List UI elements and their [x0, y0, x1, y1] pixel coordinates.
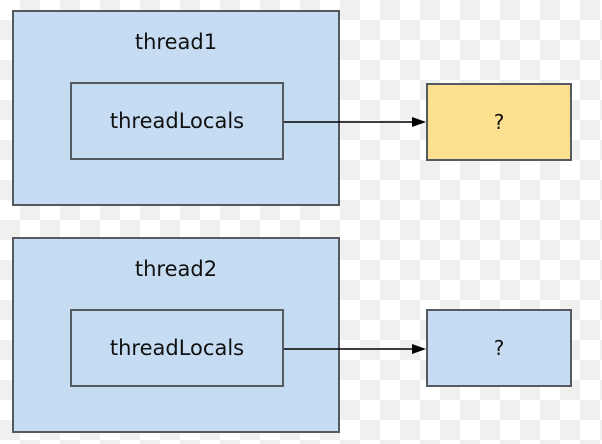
thread2-threadlocals-box: threadLocals — [70, 309, 284, 387]
thread2-target-box: ? — [426, 309, 572, 387]
thread1-target-box: ? — [426, 83, 572, 161]
thread1-threadlocals-box: threadLocals — [70, 82, 284, 160]
thread2-title: thread2 — [134, 257, 218, 281]
thread1-title: thread1 — [134, 30, 218, 54]
thread2-threadlocals-label: threadLocals — [109, 336, 245, 360]
thread1-arrow — [284, 117, 426, 127]
thread1-target-label: ? — [493, 110, 505, 134]
thread2-arrow — [284, 344, 426, 354]
thread1-threadlocals-label: threadLocals — [109, 109, 245, 133]
thread2-target-label: ? — [493, 336, 505, 360]
